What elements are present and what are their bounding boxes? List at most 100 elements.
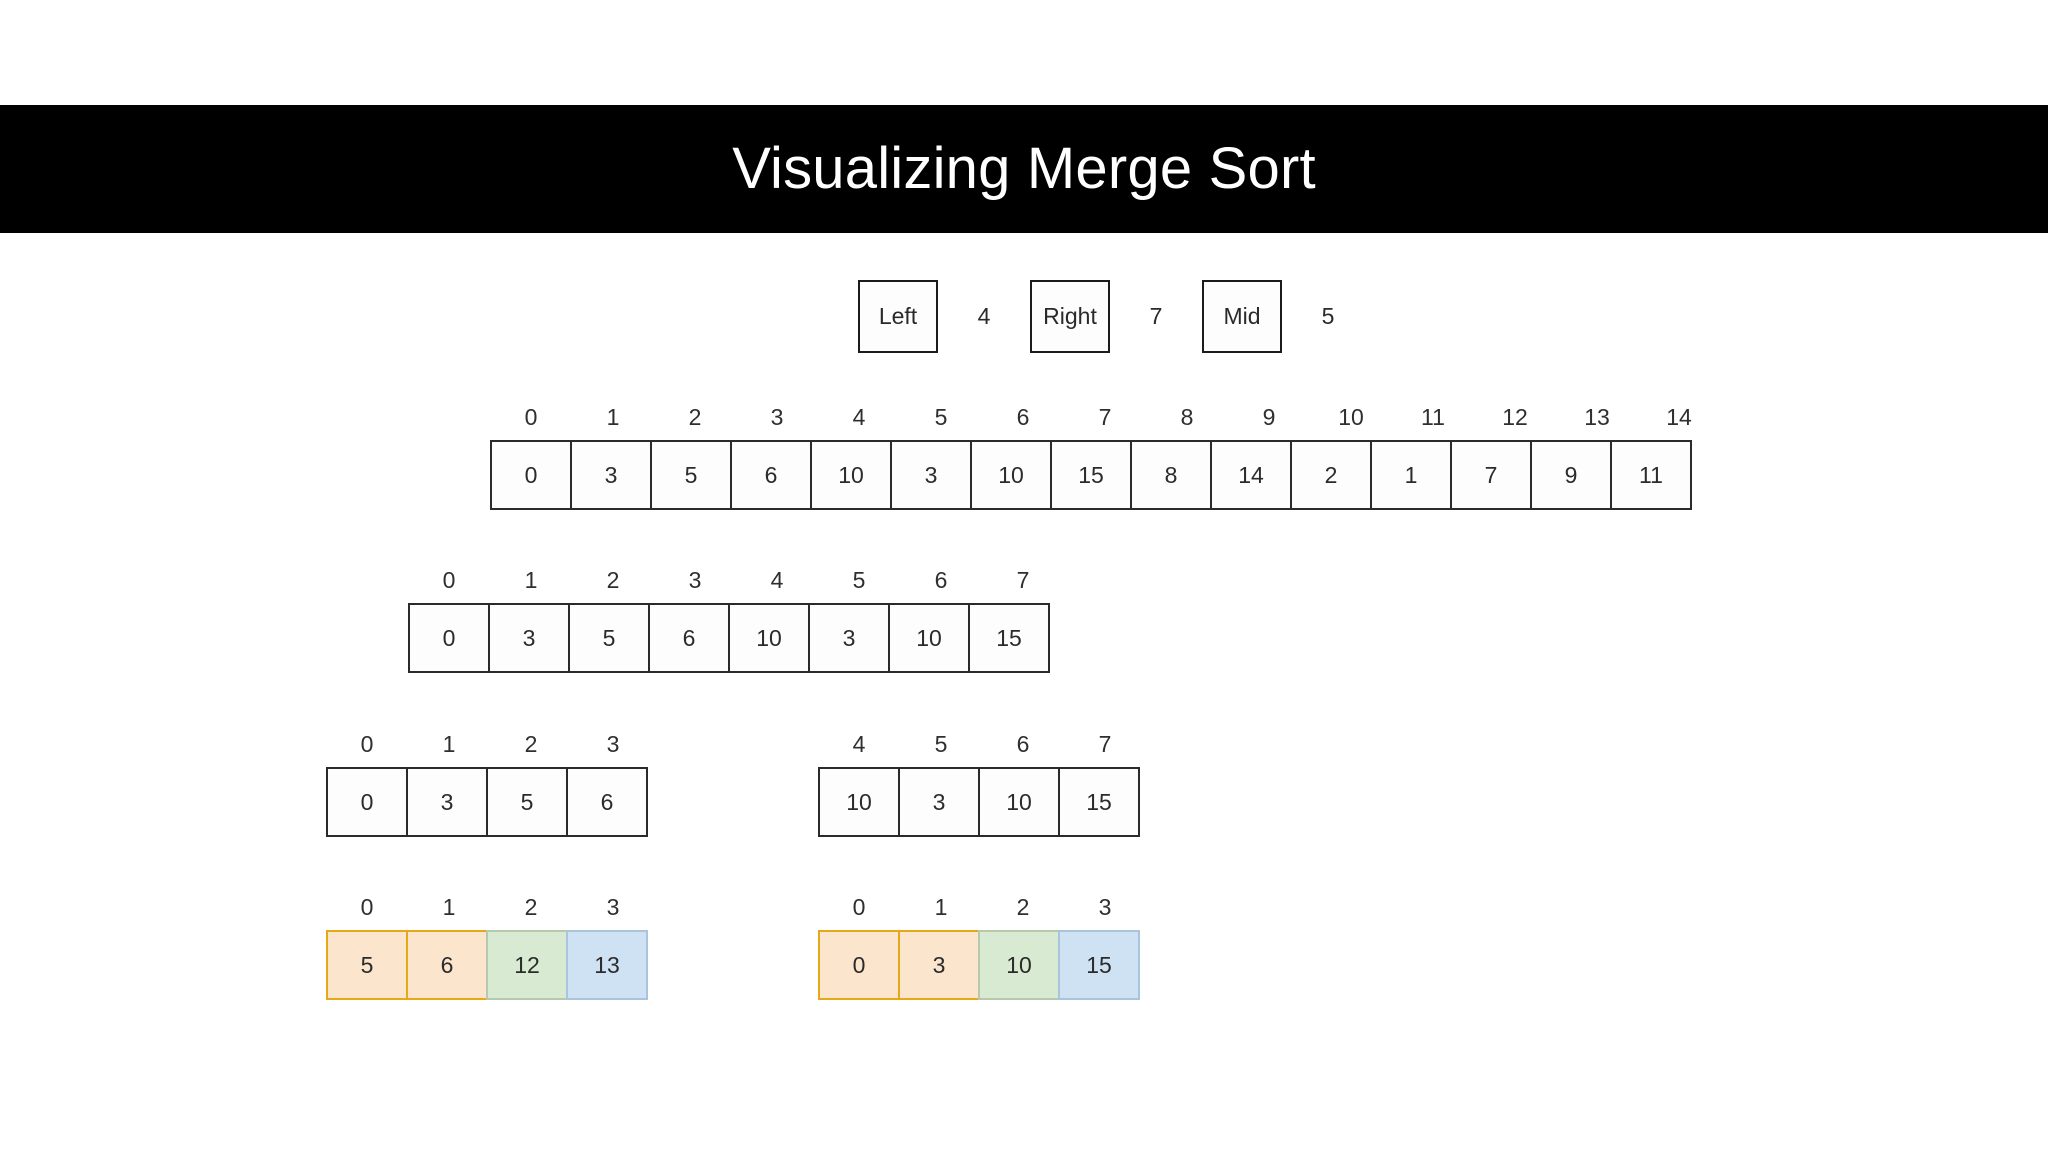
- array-cell[interactable]: 10: [888, 603, 970, 673]
- array-index-label: 2: [524, 731, 538, 757]
- array-index-label: 3: [688, 567, 702, 593]
- index-strip: 0 1 2 3: [326, 890, 654, 924]
- page-title: Visualizing Merge Sort: [732, 136, 1316, 201]
- array-index-label: 9: [1262, 404, 1276, 430]
- array-cell[interactable]: 15: [1058, 767, 1140, 837]
- array-cell[interactable]: 0: [326, 767, 408, 837]
- array-index-label: 1: [442, 894, 456, 920]
- array-index-label: 6: [1016, 404, 1030, 430]
- array-cell[interactable]: 5: [650, 440, 732, 510]
- array-cell[interactable]: 14: [1210, 440, 1292, 510]
- title-bar: Visualizing Merge Sort: [0, 105, 2048, 233]
- array-cell[interactable]: 3: [890, 440, 972, 510]
- array-cell[interactable]: 10: [970, 440, 1052, 510]
- array-cell[interactable]: 0: [818, 930, 900, 1000]
- array-index-label: 4: [770, 567, 784, 593]
- array-index-label: 1: [442, 731, 456, 757]
- array-cell[interactable]: 15: [1050, 440, 1132, 510]
- array-index-label: 3: [770, 404, 784, 430]
- array-index-label: 10: [1338, 404, 1364, 430]
- array-index-label: 1: [934, 894, 948, 920]
- array-cell[interactable]: 3: [488, 603, 570, 673]
- left-pointer-value: 4: [977, 303, 991, 329]
- array-cell[interactable]: 10: [818, 767, 900, 837]
- array-cell[interactable]: 3: [898, 767, 980, 837]
- array-cell[interactable]: 11: [1610, 440, 1692, 510]
- array-index-label: 4: [852, 731, 866, 757]
- array-cell[interactable]: 8: [1130, 440, 1212, 510]
- array-index-label: 2: [524, 894, 538, 920]
- array-cell[interactable]: 10: [810, 440, 892, 510]
- pointer-group-right: Right 7: [1030, 280, 1202, 353]
- array-index-label: 7: [1016, 567, 1030, 593]
- array-index-label: 2: [688, 404, 702, 430]
- array-cell[interactable]: 0: [490, 440, 572, 510]
- array-cell[interactable]: 15: [968, 603, 1050, 673]
- array-cell[interactable]: 5: [486, 767, 568, 837]
- array-cell[interactable]: 13: [566, 930, 648, 1000]
- array-cell[interactable]: 3: [808, 603, 890, 673]
- array-index-label: 5: [934, 731, 948, 757]
- array-index-label: 0: [360, 894, 374, 920]
- array-cell[interactable]: 10: [978, 767, 1060, 837]
- right-pointer-box[interactable]: Right: [1030, 280, 1110, 353]
- array-cell[interactable]: 1: [1370, 440, 1452, 510]
- array-cell[interactable]: 5: [326, 930, 408, 1000]
- array-index-label: 0: [442, 567, 456, 593]
- array-cell[interactable]: 2: [1290, 440, 1372, 510]
- left-pointer-box[interactable]: Left: [858, 280, 938, 353]
- mid-pointer-box[interactable]: Mid: [1202, 280, 1282, 353]
- array-index-label: 6: [1016, 731, 1030, 757]
- array-index-label: 2: [606, 567, 620, 593]
- pointer-group-mid: Mid 5: [1202, 280, 1374, 353]
- array-cell[interactable]: 12: [486, 930, 568, 1000]
- array-index-label: 13: [1584, 404, 1610, 430]
- array-cell[interactable]: 6: [730, 440, 812, 510]
- array-index-label: 2: [1016, 894, 1030, 920]
- array-index-label: 0: [524, 404, 538, 430]
- array-cell[interactable]: 6: [406, 930, 488, 1000]
- array-cell[interactable]: 3: [570, 440, 652, 510]
- pointer-group-left: Left 4: [858, 280, 1030, 353]
- array-cell[interactable]: 0: [408, 603, 490, 673]
- array-cell[interactable]: 7: [1450, 440, 1532, 510]
- array-cell[interactable]: 9: [1530, 440, 1612, 510]
- pointer-row: Left 4 Right 7 Mid 5: [858, 280, 1374, 353]
- array-cell[interactable]: 6: [566, 767, 648, 837]
- array-index-label: 3: [1098, 894, 1112, 920]
- array-index-label: 7: [1098, 404, 1112, 430]
- array-index-label: 4: [852, 404, 866, 430]
- array-index-label: 6: [934, 567, 948, 593]
- array-cell[interactable]: 10: [978, 930, 1060, 1000]
- array-index-label: 3: [606, 894, 620, 920]
- array-index-label: 12: [1502, 404, 1528, 430]
- array-cell[interactable]: 3: [406, 767, 488, 837]
- array-index-label: 1: [606, 404, 620, 430]
- array-index-label: 5: [934, 404, 948, 430]
- array-cell[interactable]: 10: [728, 603, 810, 673]
- array-cell[interactable]: 6: [648, 603, 730, 673]
- array-index-label: 3: [606, 731, 620, 757]
- mid-pointer-value: 5: [1321, 303, 1335, 329]
- array-index-label: 14: [1666, 404, 1692, 430]
- array-index-label: 11: [1421, 404, 1445, 430]
- array-cell[interactable]: 5: [568, 603, 650, 673]
- array-cell[interactable]: 15: [1058, 930, 1140, 1000]
- array-index-label: 8: [1180, 404, 1194, 430]
- array-cell[interactable]: 3: [898, 930, 980, 1000]
